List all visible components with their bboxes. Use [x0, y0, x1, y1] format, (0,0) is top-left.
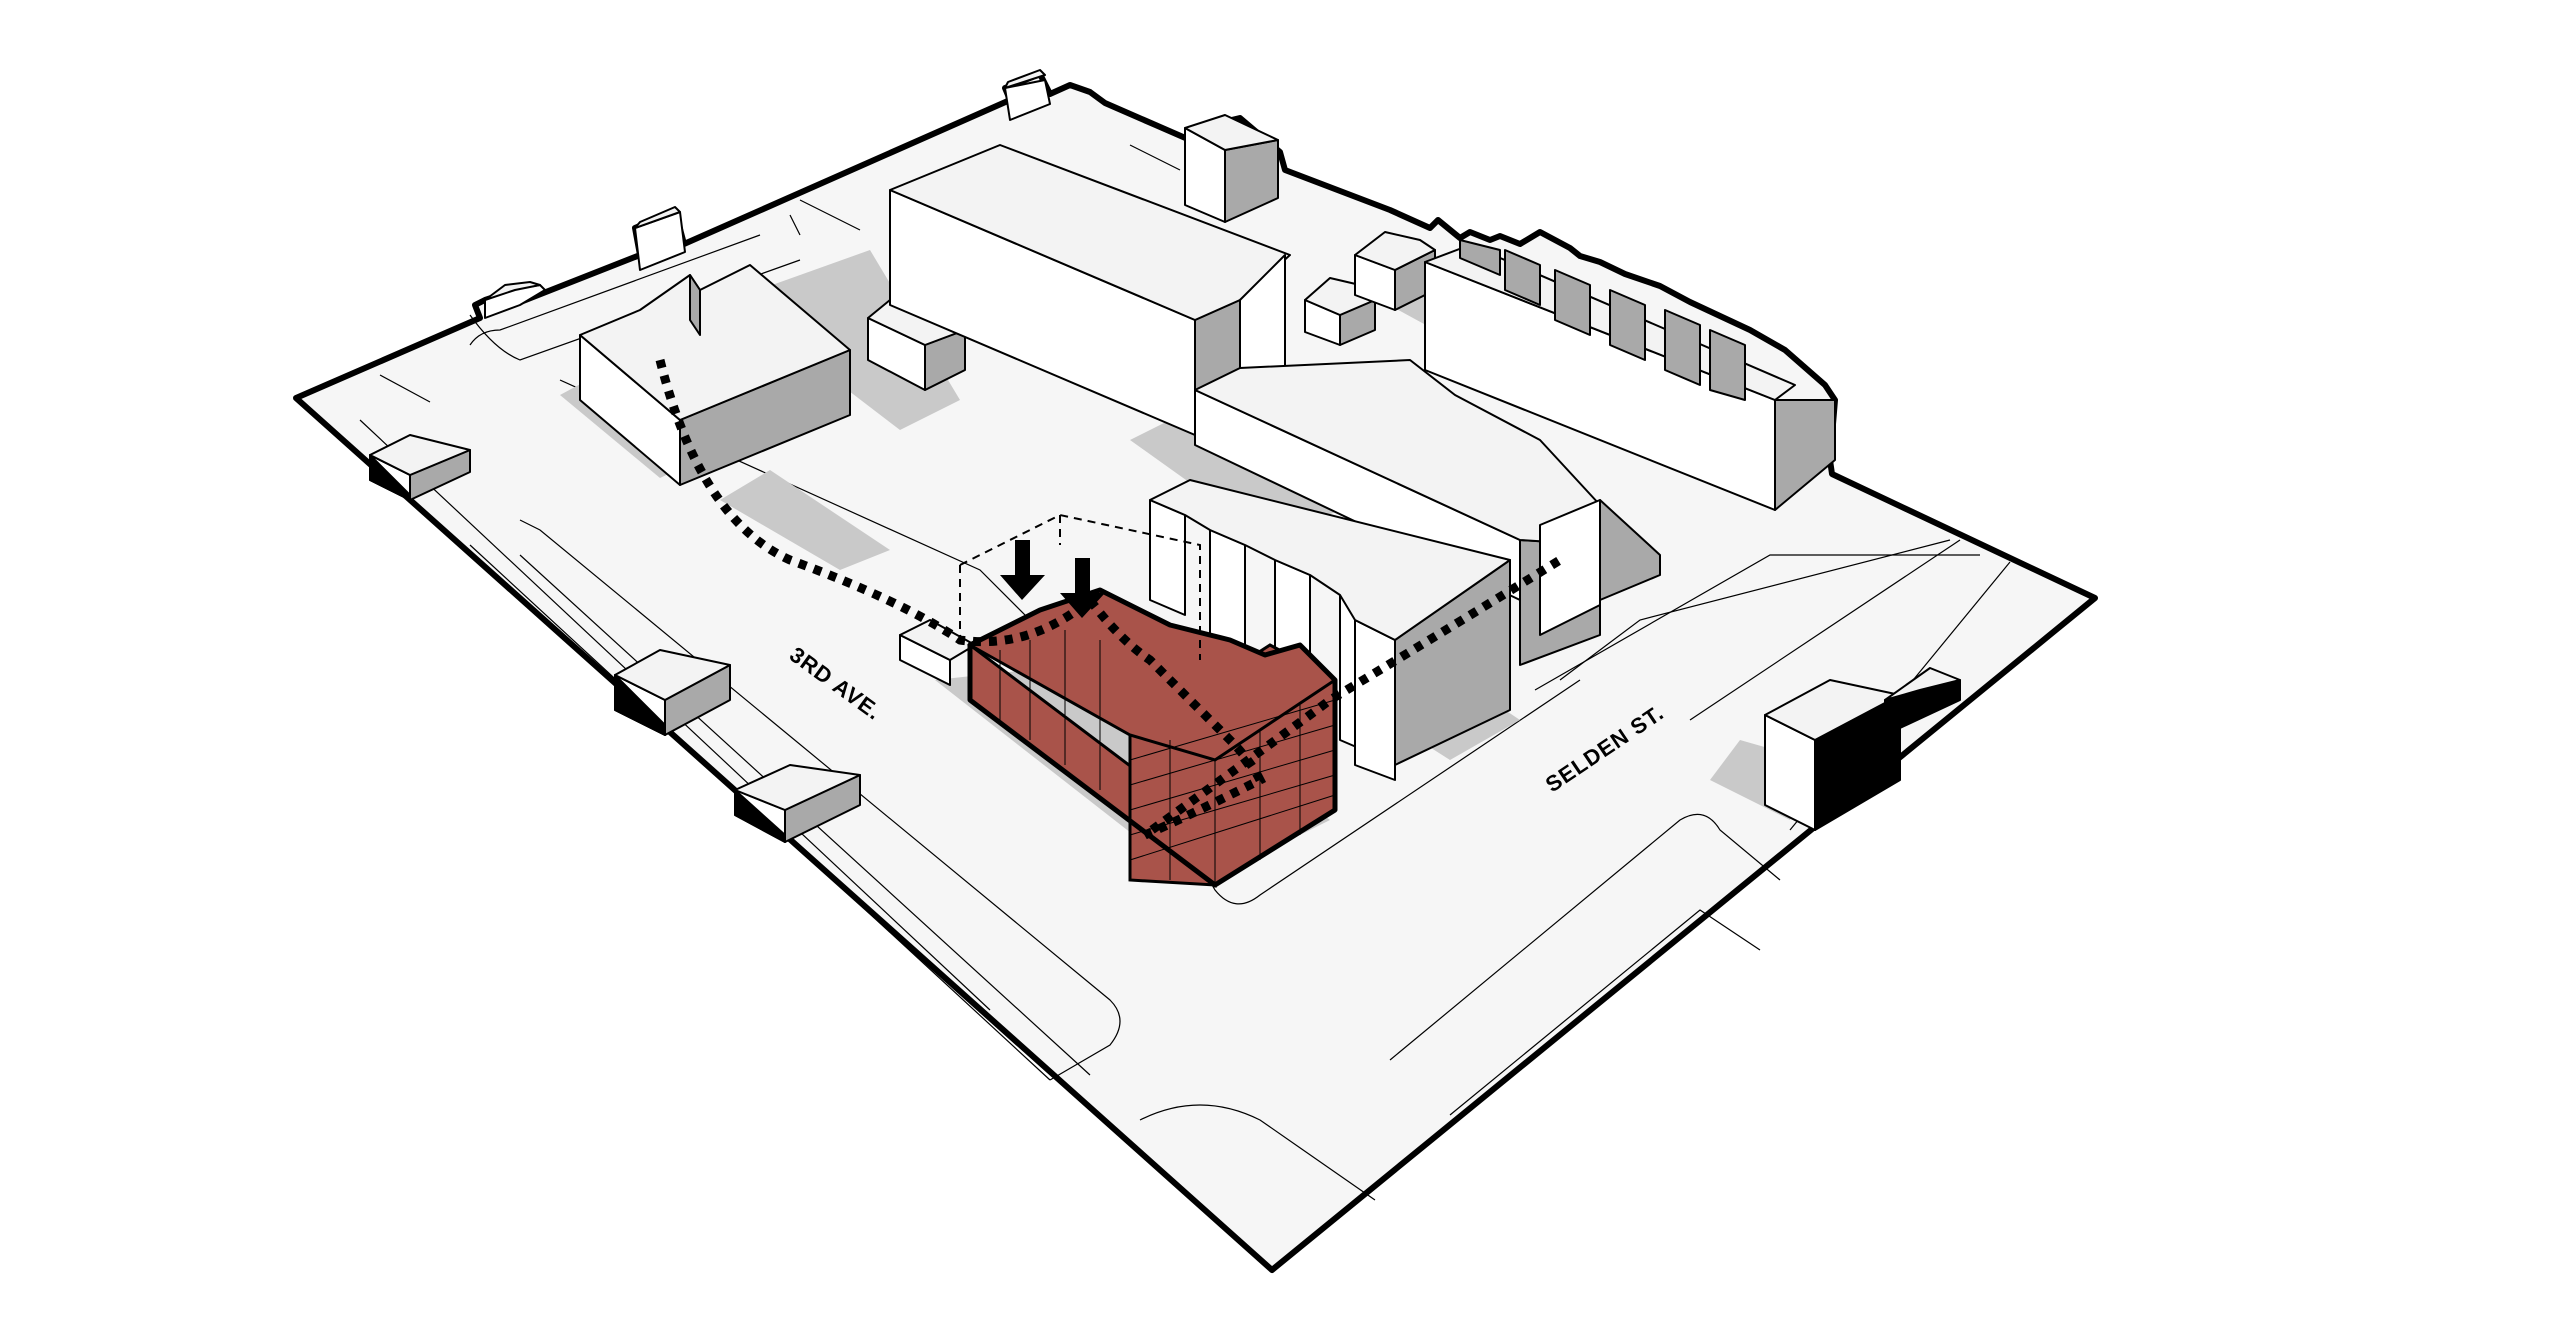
dashed-envelope	[959, 513, 1201, 660]
curb-line	[1534, 554, 1980, 691]
context-building	[734, 764, 861, 843]
context-building	[1304, 277, 1376, 346]
context-building	[1004, 69, 1051, 121]
context-building	[1354, 231, 1436, 311]
context-building	[899, 619, 976, 686]
context-building	[484, 281, 546, 319]
context-building	[1539, 499, 1661, 636]
curb-line	[1389, 813, 1781, 1061]
context-building	[369, 434, 471, 501]
down-arrow-icon	[1060, 558, 1105, 618]
context-building	[1764, 667, 1961, 831]
context-buildings	[369, 69, 1961, 843]
context-building	[1149, 479, 1511, 781]
context-building	[634, 206, 686, 271]
curb-line	[789, 144, 1181, 236]
context-building	[614, 649, 731, 736]
curb-line	[1559, 539, 1951, 681]
context-building	[579, 264, 851, 486]
context-building	[1184, 114, 1279, 223]
curb-line	[469, 259, 801, 361]
down-arrow-icon	[1000, 540, 1045, 600]
curb-line	[1689, 539, 1961, 721]
curb-line	[1449, 909, 1761, 1116]
context-building	[1459, 239, 1746, 401]
curb-line	[1139, 1104, 1376, 1201]
